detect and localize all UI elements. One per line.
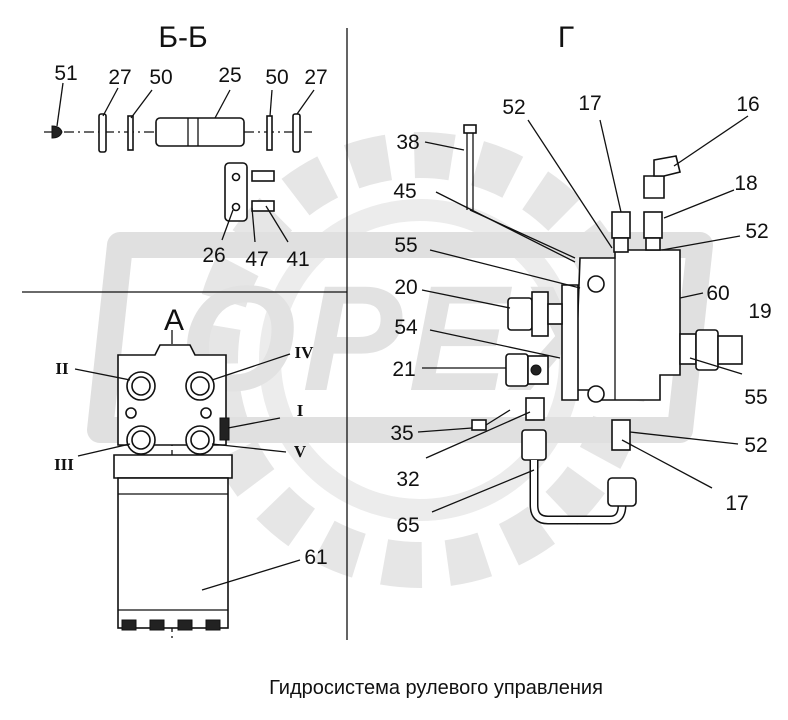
label-50-right: 50 [265, 66, 288, 89]
part-60-valve-block [574, 249, 681, 401]
part-16-elbow [643, 175, 665, 199]
label-16: 16 [736, 93, 759, 116]
part-50-ring-right [266, 115, 273, 151]
label-45: 45 [393, 180, 416, 203]
label-52-bottom: 52 [744, 434, 767, 457]
part-26-plate [224, 162, 248, 222]
label-54: 54 [394, 316, 418, 339]
label-50-left: 50 [149, 66, 172, 89]
label-port-I: I [297, 401, 304, 420]
label-52-right: 52 [745, 220, 768, 243]
part-41-bolt-upper [251, 170, 275, 182]
part-54-bracket [561, 284, 579, 401]
part-50-ring-left [127, 115, 134, 151]
view-a-title: А [164, 304, 184, 337]
part-51-cap [51, 125, 63, 139]
part-41-bolt-lower [251, 200, 275, 212]
label-52-top: 52 [502, 96, 525, 119]
part-17-top-fitting [611, 211, 631, 239]
label-27-left: 27 [108, 66, 131, 89]
part-17-bottom-fitting [611, 419, 631, 451]
label-27-right: 27 [304, 66, 327, 89]
part-27-washer-left [98, 113, 107, 153]
label-55-bottom: 55 [744, 386, 767, 409]
label-26: 26 [202, 244, 225, 267]
label-18: 18 [734, 172, 757, 195]
label-19: 19 [748, 300, 771, 323]
part-25-pin [155, 117, 245, 147]
label-60: 60 [706, 282, 729, 305]
watermark-logo: OPEX [87, 132, 713, 588]
label-51: 51 [54, 62, 77, 85]
part-20-nut [531, 291, 549, 337]
label-20: 20 [394, 276, 417, 299]
view-g-title: Г [558, 21, 574, 54]
label-25: 25 [218, 64, 241, 87]
port-I-fitting [219, 417, 230, 441]
part-19-nut [717, 335, 743, 365]
part-27-washer-right [292, 113, 301, 153]
label-35: 35 [390, 422, 413, 445]
steering-unit-neck [113, 454, 233, 479]
part-65-end-nut [607, 477, 637, 507]
label-port-III: III [54, 455, 74, 474]
label-port-IV: IV [295, 343, 315, 362]
figure-caption: Гидросистема рулевого управления [269, 677, 603, 699]
label-47: 47 [245, 248, 268, 271]
label-61: 61 [304, 546, 327, 569]
label-41: 41 [286, 248, 309, 271]
part-32-nut [521, 429, 547, 461]
label-21: 21 [392, 358, 415, 381]
label-port-V: V [294, 442, 307, 461]
label-17-bottom: 17 [725, 492, 748, 515]
label-65: 65 [396, 514, 419, 537]
label-32: 32 [396, 468, 419, 491]
label-38: 38 [396, 131, 419, 154]
label-17-top: 17 [578, 92, 601, 115]
part-20-fitting [507, 297, 533, 331]
part-38-bolt-head [463, 124, 477, 134]
svg-text:OPEX: OPEX [180, 254, 623, 422]
label-55-top: 55 [394, 234, 417, 257]
part-19-fitting [695, 329, 719, 371]
part-61-body [117, 477, 229, 629]
part-18-fitting [643, 211, 663, 239]
label-port-II: II [55, 359, 69, 378]
section-bb-title: Б-Б [158, 21, 207, 54]
part-21-fitting [505, 353, 529, 387]
part-32-fitting [525, 397, 545, 421]
part-35-bolt [471, 419, 487, 431]
